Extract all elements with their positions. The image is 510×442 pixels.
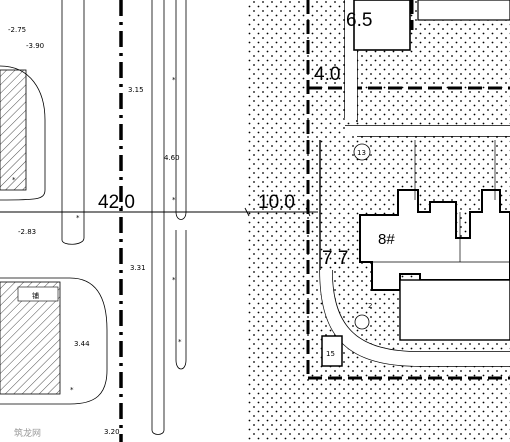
top-building-east bbox=[417, 0, 510, 21]
elevation-label: 4.60 bbox=[164, 154, 180, 162]
box-label: 15 bbox=[326, 350, 335, 358]
dim-setback-north: 4.0 bbox=[314, 64, 340, 85]
elevation-label: -2.75 bbox=[8, 26, 26, 34]
circle-marker-lower bbox=[354, 314, 370, 330]
elevation-label: 3.15 bbox=[128, 86, 144, 94]
svg-text:*: * bbox=[178, 338, 182, 346]
small-building-bottom bbox=[399, 279, 510, 341]
dim-road-width: 42.0 bbox=[98, 192, 135, 213]
elevation-label: 3.20 bbox=[104, 428, 120, 436]
circle-label: 13 bbox=[357, 149, 366, 157]
gap-label: 2 bbox=[368, 302, 372, 310]
svg-text:*: * bbox=[12, 176, 16, 184]
watermark: 筑龙网 bbox=[14, 427, 41, 439]
dim-corner-setback: 7.7 bbox=[322, 248, 348, 269]
dim-top: 6.5 bbox=[346, 10, 372, 31]
elevation-label: -2.83 bbox=[18, 228, 36, 236]
svg-text:*: * bbox=[172, 276, 176, 284]
svg-text:*: * bbox=[76, 214, 80, 222]
svg-text:*: * bbox=[70, 386, 74, 394]
elevation-labels: -2.75 -3.90 3.15 4.60 -2.83 3.31 3.44 3.… bbox=[8, 26, 180, 436]
hatched-buildings bbox=[0, 69, 61, 395]
svg-text:*: * bbox=[172, 76, 176, 84]
circle-marker bbox=[353, 143, 371, 161]
elevation-label: 3.31 bbox=[130, 264, 146, 272]
building-8-interior bbox=[372, 140, 510, 263]
road-curves-west bbox=[0, 65, 108, 405]
small-building-label: 铺 bbox=[32, 291, 39, 300]
tree-markers: * * * * * * * bbox=[12, 76, 182, 394]
svg-text:*: * bbox=[172, 196, 176, 204]
building-number: 8# bbox=[378, 231, 395, 248]
small-structure bbox=[321, 335, 343, 367]
dim-setback-east: 10.0 bbox=[258, 192, 295, 213]
site-boundary bbox=[306, 0, 510, 380]
elevation-label: -3.90 bbox=[26, 42, 44, 50]
top-building bbox=[353, 0, 411, 51]
elevation-label: 3.44 bbox=[74, 340, 90, 348]
